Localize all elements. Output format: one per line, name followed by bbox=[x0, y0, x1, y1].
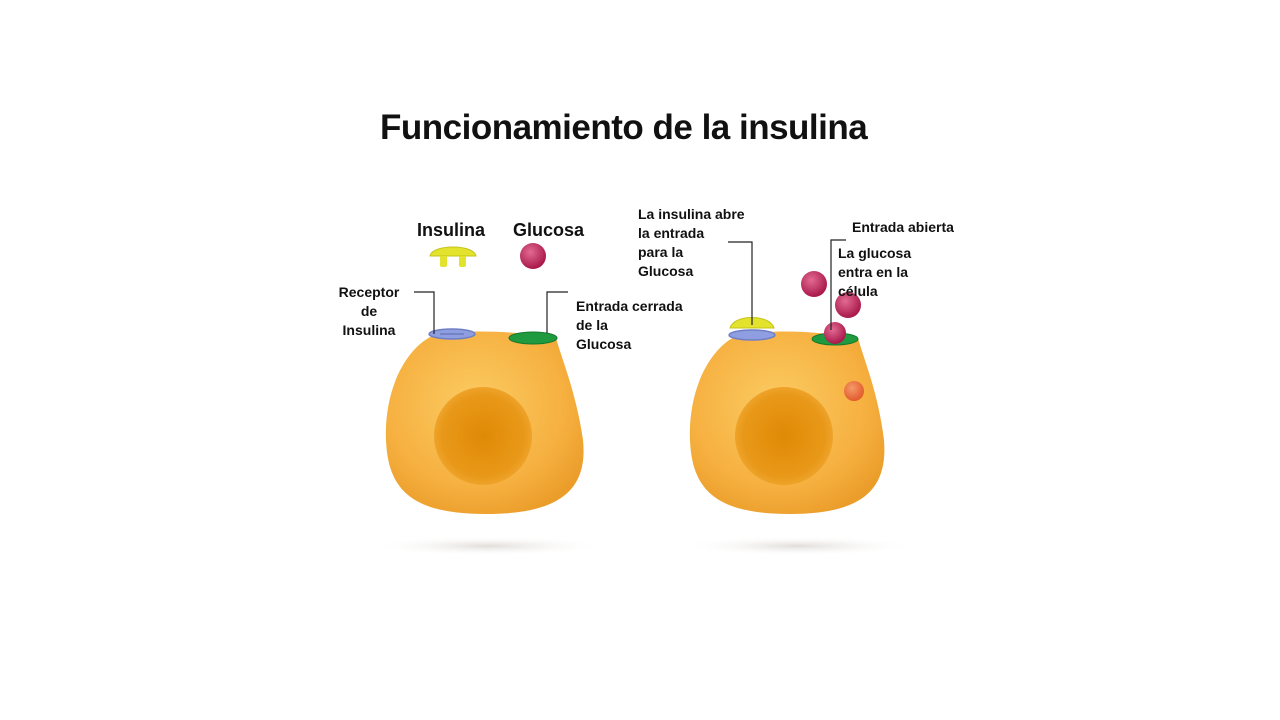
left-cell-shadow bbox=[370, 536, 606, 556]
left-cell bbox=[385, 328, 584, 514]
legend-insulin-symbol bbox=[429, 246, 477, 267]
leader-receptor bbox=[414, 291, 435, 334]
leader-closed-gate bbox=[546, 291, 568, 333]
open-gate-label: Entrada abierta bbox=[852, 219, 954, 235]
glucose-entering-gate bbox=[824, 322, 846, 344]
left-closed-glucose-gate bbox=[508, 331, 558, 345]
legend-glucose-symbol bbox=[520, 243, 546, 269]
glucose-floating-1 bbox=[801, 271, 827, 297]
left-cell-nucleus bbox=[434, 387, 532, 485]
glucose-floating-2 bbox=[835, 292, 861, 318]
receptor-label: Receptor de Insulina bbox=[338, 284, 400, 338]
leader-open-gate bbox=[830, 239, 846, 330]
insulin-opens-label: La insulina abre la entrada para la Gluc… bbox=[638, 206, 745, 279]
leader-insulin-opens bbox=[728, 241, 753, 325]
legend-insulin-label: Insulina bbox=[417, 220, 486, 240]
right-insulin-receptor bbox=[728, 329, 776, 341]
right-cell-nucleus bbox=[735, 387, 833, 485]
legend-glucose-label: Glucosa bbox=[513, 220, 585, 240]
glucose-enters-label: La glucosa entra en la célula bbox=[838, 245, 912, 299]
right-cell-shadow bbox=[680, 536, 916, 556]
closed-gate-label: Entrada cerrada de la Glucosa bbox=[576, 298, 683, 352]
page-title: Funcionamiento de la insulina bbox=[380, 108, 868, 147]
right-cell bbox=[689, 271, 885, 514]
glucose-inside-cell bbox=[844, 381, 864, 401]
